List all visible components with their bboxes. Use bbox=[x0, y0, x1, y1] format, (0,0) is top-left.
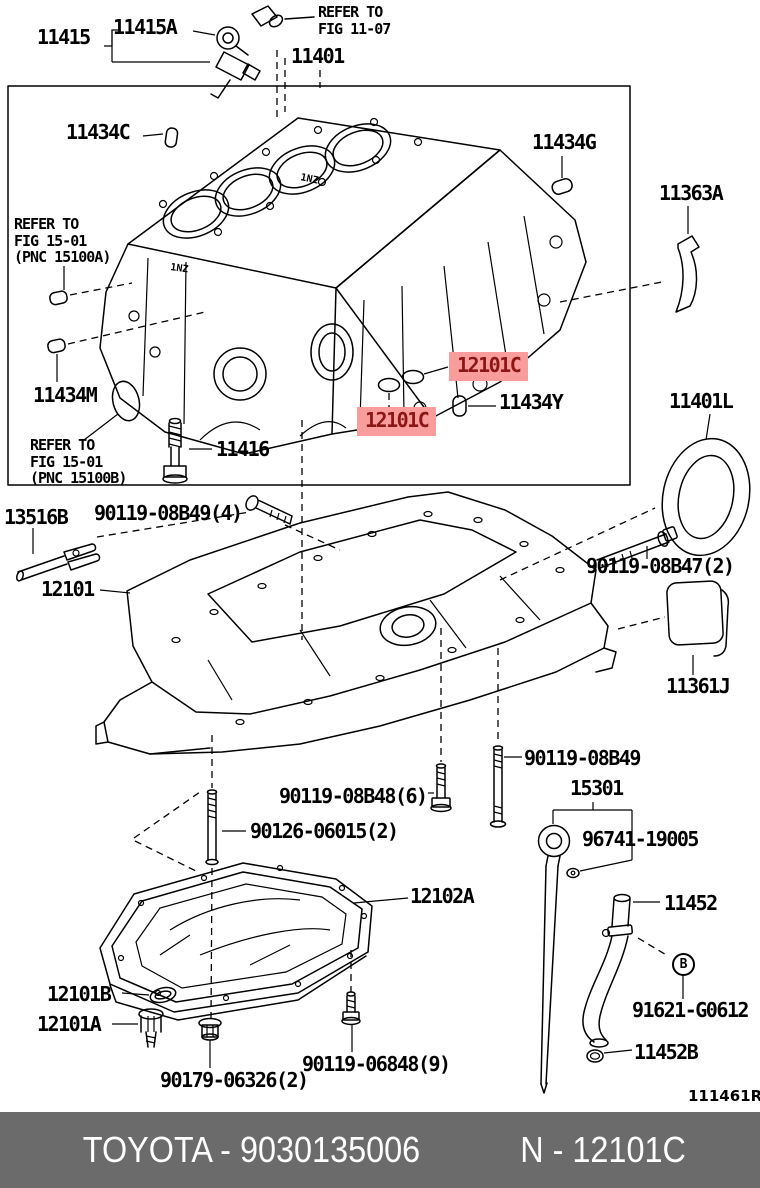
note-line: REFER TO bbox=[318, 3, 383, 21]
part-label-12101b: 12101B bbox=[47, 982, 112, 1006]
pan1-callouts bbox=[16, 413, 751, 1019]
part-label-91621-g0612: 91621-G0612 bbox=[632, 998, 749, 1022]
part-label-11434g: 11434G bbox=[532, 130, 597, 154]
part-label-11452b: 11452B bbox=[634, 1040, 699, 1064]
part-label-90119-08b49: 90119-08B49 bbox=[524, 746, 641, 770]
part-label-11452: 11452 bbox=[664, 891, 718, 915]
footer-part-code: N - 12101C bbox=[520, 1129, 687, 1170]
part-label-90119-08b48-6: 90119-08B48(6) bbox=[279, 784, 428, 808]
part-label-11416: 11416 bbox=[216, 437, 270, 461]
part-label-12102a: 12102A bbox=[410, 884, 475, 908]
note-refer-fig-15-01-b: REFER TO FIG 15-01 (PNC 15100B) bbox=[30, 436, 127, 487]
part-label-12101c-highlight-2[interactable]: 12101C bbox=[357, 407, 437, 436]
part-label-96741-19005: 96741-19005 bbox=[582, 827, 699, 851]
footer-bar: TOYOTA - 9030135006 N - 12101C bbox=[0, 1112, 760, 1188]
diagram-reference-code: 111461R bbox=[688, 1087, 760, 1105]
part-label-15301: 15301 bbox=[570, 776, 624, 800]
block-section-border bbox=[7, 85, 631, 486]
note-line: FIG 15-01 bbox=[14, 231, 87, 250]
oil-pan-no2-drawing bbox=[99, 791, 409, 1021]
part-label-90119-06848-9: 90119-06848(9) bbox=[302, 1052, 451, 1076]
top-sensors-drawing bbox=[104, 5, 321, 118]
oil-pan-no1-drawing bbox=[95, 491, 617, 755]
note-refer-fig-11-07: REFER TO FIG 11-07 bbox=[318, 3, 391, 38]
part-label-11434c: 11434C bbox=[66, 120, 131, 144]
note-line: (PNC 15100B) bbox=[30, 469, 127, 487]
part-label-90119-08b49-4: 90119-08B49(4) bbox=[94, 501, 243, 525]
part-label-90119-08b47-2: 90119-08B47(2) bbox=[586, 554, 735, 578]
part-label-90126-06015-2: 90126-06015(2) bbox=[250, 819, 399, 843]
note-line: FIG 15-01 bbox=[30, 452, 103, 471]
bottom-fasteners bbox=[112, 950, 361, 1068]
engine-block-drawing: 1NZ 1NZ bbox=[99, 117, 587, 455]
part-label-11415a: 11415A bbox=[113, 15, 178, 39]
dipstick-and-guide-drawing bbox=[537, 802, 684, 1094]
footer-brand-code: TOYOTA - 9030135006 bbox=[83, 1129, 421, 1170]
note-line: FIG 11-07 bbox=[318, 19, 391, 38]
part-label-11401l: 11401L bbox=[669, 389, 734, 413]
part-label-11361j: 11361J bbox=[666, 674, 731, 698]
part-label-11434m: 11434M bbox=[33, 383, 98, 407]
block-engraving: 1NZ bbox=[299, 172, 319, 187]
note-line: REFER TO bbox=[14, 215, 79, 233]
part-label-11434y: 11434Y bbox=[499, 390, 564, 414]
part-label-11401: 11401 bbox=[291, 44, 345, 68]
part-label-12101a: 12101A bbox=[37, 1012, 102, 1036]
part-label-11363a: 11363A bbox=[659, 181, 724, 205]
note-line: REFER TO bbox=[30, 436, 95, 454]
part-label-12101: 12101 bbox=[41, 577, 95, 601]
note-line: (PNC 15100A) bbox=[14, 248, 111, 266]
part-label-12101c-highlight-1[interactable]: 12101C bbox=[449, 352, 529, 381]
part-label-11415: 11415 bbox=[37, 25, 91, 49]
part-label-13516b: 13516B bbox=[4, 505, 69, 529]
note-refer-fig-15-01-a: REFER TO FIG 15-01 (PNC 15100A) bbox=[14, 215, 111, 266]
part-label-90179-06326-2: 90179-06326(2) bbox=[160, 1068, 309, 1092]
block-engraving-2: 1NZ bbox=[170, 262, 189, 275]
block-callout-leaders bbox=[47, 127, 700, 640]
marker-b-circle: B bbox=[672, 953, 695, 976]
